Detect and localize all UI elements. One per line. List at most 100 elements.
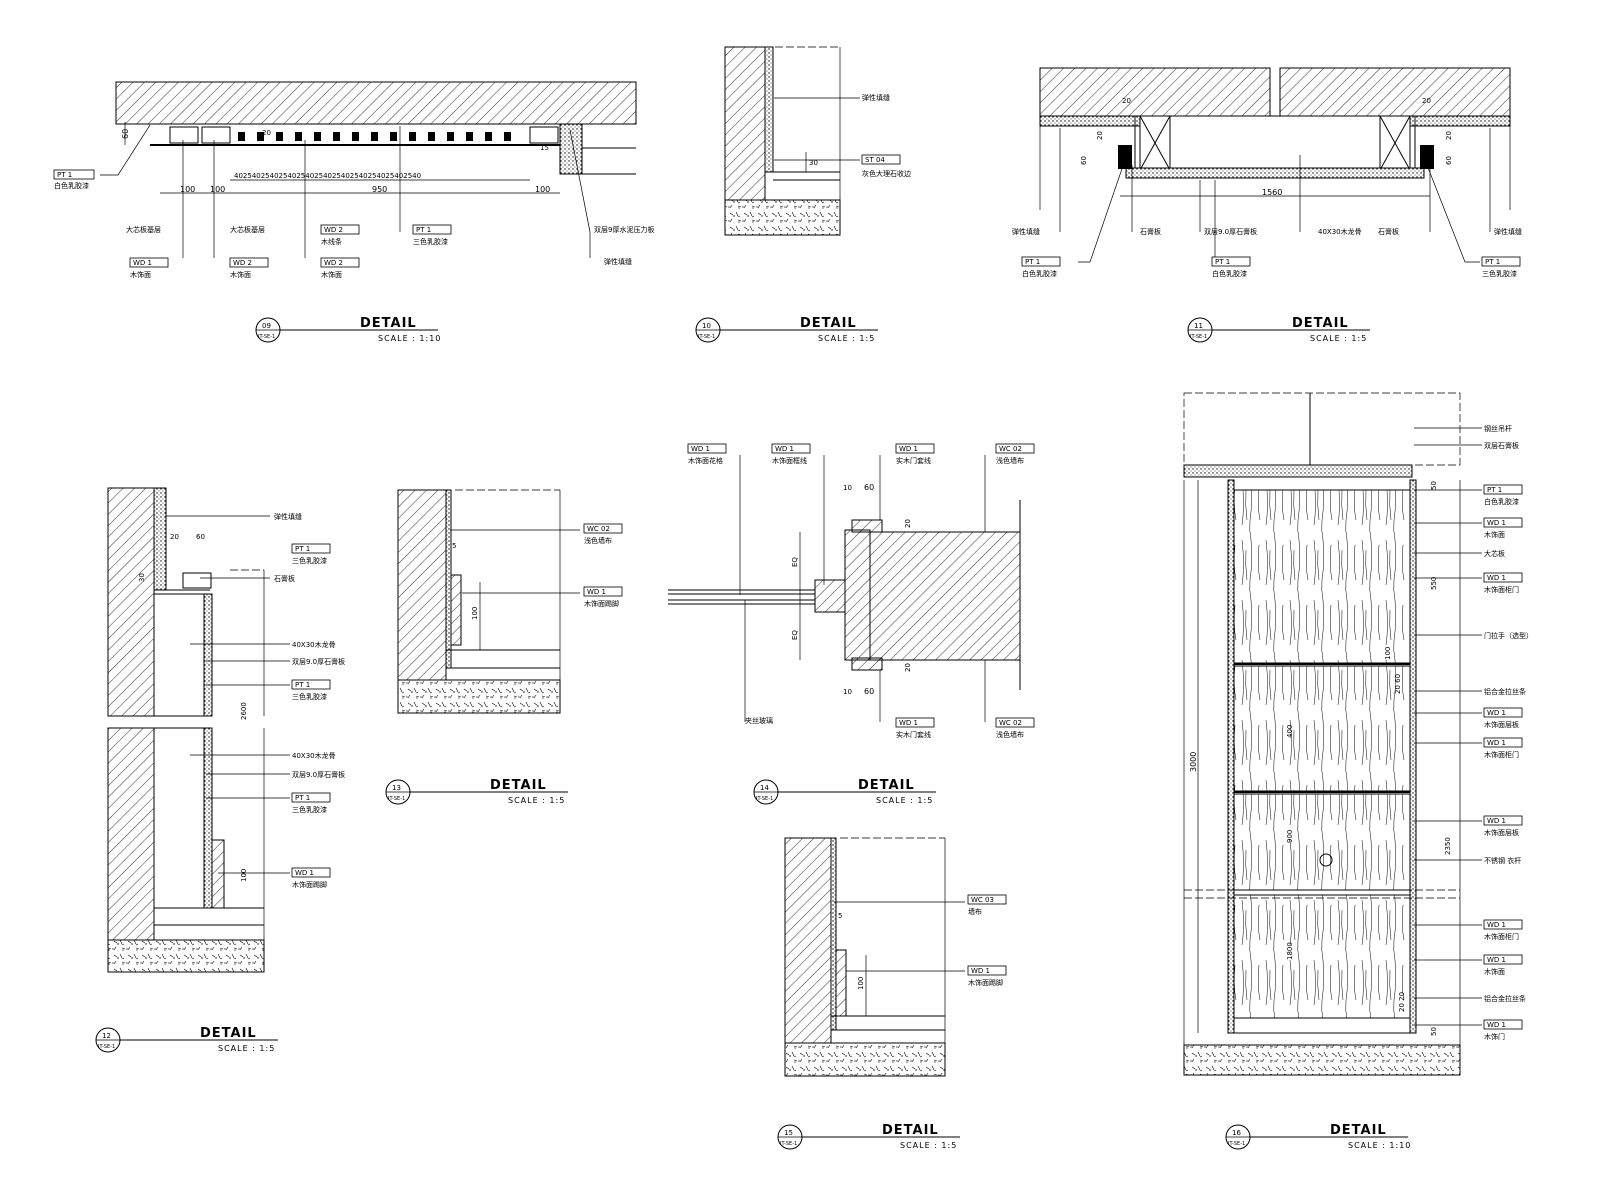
d12-dim-d: 2600 [240, 702, 248, 720]
d12-dim-c: 30 [138, 573, 146, 582]
detail-number: 13 [392, 784, 401, 792]
d09-dim-a: 60 [121, 129, 130, 139]
d12-label-keel1: 40X30木龙骨 [292, 640, 336, 649]
d11-label-seal1: 弹性填缝 [1012, 227, 1040, 236]
d15-tag-wd: WD 1 [971, 967, 990, 975]
d15-dim-b: 100 [857, 977, 865, 990]
d11-label-seal3: 石膏板 [1140, 227, 1161, 236]
d16-label-l6: 木饰面柜门 [1484, 585, 1519, 594]
detail-14: EQ EQ 10 60 20 20 10 60 WD 1 木饰面花格 WD 1 … [668, 443, 1035, 739]
d12-label-keel2: 40X30木龙骨 [292, 751, 336, 760]
d09-block [238, 132, 245, 141]
detail-ref: IT-SE-1 [98, 1044, 115, 1050]
d11-label-keel: 40X30木龙骨 [1318, 227, 1362, 236]
detail-number: 12 [102, 1032, 111, 1040]
d09-block [371, 132, 378, 141]
d09-block [314, 132, 321, 141]
d09-dim-b: 100 [180, 185, 195, 194]
detail-scale: SCALE : 1:5 [218, 1044, 275, 1053]
d09-dim-row: 4025402540254025402540254025402540254025… [234, 172, 421, 180]
d16-tag-t2: WD 1 [1487, 519, 1506, 527]
d12-label-three2: 三色乳胶漆 [292, 692, 327, 701]
d11-label-gypsum: 双层9.0厚石膏板 [1204, 227, 1257, 236]
d14-tag-wd1a: WD 1 [691, 445, 710, 453]
d09-label-seal: 弹性填缝 [604, 257, 632, 266]
d16-dim-j: 50 [1430, 1027, 1438, 1036]
d12-label-base: 木饰面踢脚 [292, 880, 327, 889]
detail-ref: IT-SE-1 [258, 334, 275, 340]
d16-tag-box [1483, 815, 1523, 826]
d09-block [352, 132, 359, 141]
d09-dim-e: 100 [535, 185, 550, 194]
d11-dim-f: 60 [1445, 156, 1453, 165]
detail-ref: IT-SE-1 [780, 1141, 797, 1147]
d14-tag-wc1: WC 02 [999, 445, 1022, 453]
d09-tag-wd2c: WD 2 [324, 259, 343, 267]
d09-block [504, 132, 511, 141]
d16-tag-t6: WD 1 [1487, 817, 1506, 825]
detail-title: DETAIL [882, 1123, 939, 1138]
d16-label-l15: 铝合金拉丝条 [1484, 994, 1526, 1003]
d16-dim-e: 400 [1286, 725, 1294, 738]
d10-dim-a: 30 [809, 159, 818, 167]
d14-tag-wd1d: WD 1 [899, 719, 918, 727]
d16-dim-a: 50 [1430, 481, 1438, 490]
d16-label-l12: 不锈钢 衣杆 [1484, 856, 1521, 865]
detail-scale: SCALE : 1:10 [1348, 1141, 1411, 1150]
detail-title: DETAIL [858, 778, 915, 793]
d16-label-l7: 门拉手（选型） [1484, 631, 1533, 640]
d09-label-core1: 大芯板基层 [126, 225, 161, 234]
d11-dim-c: 60 [1080, 156, 1088, 165]
d14-tag-wc2: WC 02 [999, 719, 1022, 727]
d14-label-l4: 浅色墙布 [996, 456, 1024, 465]
d09-block [333, 132, 340, 141]
d13-dim-b: 100 [471, 607, 479, 620]
d09-block [276, 132, 283, 141]
d16-label-l11: 木饰面层板 [1484, 828, 1519, 837]
d14-dim-b: 60 [864, 483, 874, 492]
detail-09: 60 100 100 950 100 402540254025402540254… [53, 81, 654, 279]
detail-16: 3000 50 550 100 20 60 400 900 2350 1800 … [1183, 392, 1533, 1076]
d16-dim-i: 20 20 [1398, 992, 1406, 1012]
d09-block [485, 132, 492, 141]
detail-ref: IT-SE-1 [698, 334, 715, 340]
d16-tag-t4: WD 1 [1487, 709, 1506, 717]
d09-tag-pt1: PT 1 [57, 171, 72, 179]
d11-dim-d: 20 [1422, 97, 1431, 105]
d16-label-l4: 木饰面 [1484, 530, 1505, 539]
detail-number: 16 [1232, 1129, 1241, 1137]
d09-label-three: 三色乳胶漆 [413, 237, 448, 246]
d10-tag-st: ST 04 [865, 156, 885, 164]
d11-tag-pt1b: PT 1 [1215, 258, 1230, 266]
detail-11: 1560 20 20 20 60 20 60 弹性填缝 石膏板 双层9.0厚石膏… [1012, 67, 1522, 278]
d12-label-three3: 三色乳胶漆 [292, 805, 327, 814]
d12-label-gyp2: 双层9.0厚石膏板 [292, 657, 345, 666]
d11-dim-w: 1560 [1262, 188, 1282, 197]
d16-tag-t3: WD 1 [1487, 574, 1506, 582]
d16-dim-h2: 1800 [1286, 942, 1294, 960]
d16-tag-box [1483, 919, 1523, 930]
d09-label-wood3: 木饰面 [321, 270, 342, 279]
d16-tag-t9: WD 1 [1487, 1021, 1506, 1029]
d12-tag-pt1a: PT 1 [295, 545, 310, 553]
d13-label-skirt: 木饰面踢脚 [584, 599, 619, 608]
d16-tag-box [1483, 954, 1523, 965]
d11-tag-pt1c: PT 1 [1485, 258, 1500, 266]
d14-label-l1: 木饰面花格 [688, 456, 723, 465]
d11-tag-pt1a: PT 1 [1025, 258, 1040, 266]
d14-tag-wd1b: WD 1 [775, 445, 794, 453]
d09-label-white: 白色乳胶漆 [54, 181, 89, 190]
detail-13: 100 5 WC 02 浅色墙布 WD 1 木饰面踢脚 [397, 489, 623, 714]
d16-dim-f: 900 [1286, 830, 1294, 843]
d12-tag-wd1: WD 1 [295, 869, 314, 877]
detail-number: 15 [784, 1129, 793, 1137]
d16-tag-t7: WD 1 [1487, 921, 1506, 929]
d11-label-white: 白色乳胶漆 [1022, 269, 1057, 278]
d14-dim-f: 20 [904, 663, 912, 672]
d09-block [295, 132, 302, 141]
detail-10: 30 弹性填缝 ST 04 灰色大理石收边 [724, 46, 911, 236]
